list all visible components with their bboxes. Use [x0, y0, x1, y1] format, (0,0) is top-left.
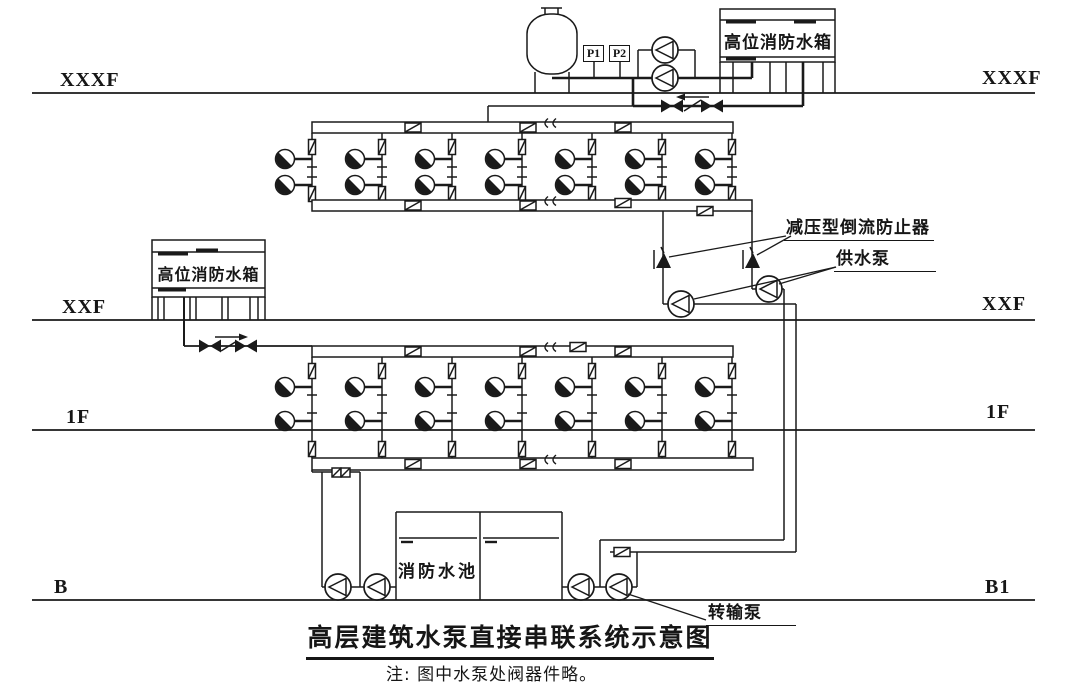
pressure-switch-p2: P2: [609, 45, 630, 62]
flow-arrow-right: [215, 333, 248, 341]
valve: [613, 546, 631, 558]
hydrant-riser: [486, 357, 528, 458]
upper-hydrant-bank: [276, 117, 753, 217]
hydrant-riser: [486, 133, 528, 202]
roof-main-pipe: [552, 62, 754, 106]
zone1-pump-assembly: [311, 467, 396, 601]
lower-hydrant-bank: [276, 341, 754, 471]
roof-bypass: [487, 62, 805, 122]
floor-label-mid-right: XXF: [982, 293, 1027, 315]
pressure-tank: [526, 7, 578, 93]
diagram-note: 注: 图中水泵处阀器件略。: [386, 665, 598, 682]
floor-label-basement-left: B: [54, 576, 69, 598]
mid-tank-label: 高位消防水箱: [157, 265, 260, 284]
hydrant-riser: [346, 357, 388, 458]
roof-tank-label: 高位消防水箱: [724, 33, 832, 53]
transfer-pump-label: 转输泵: [706, 598, 796, 626]
pressure-switch-stems: [593, 61, 621, 78]
hydrant-riser: [626, 133, 668, 202]
floor-label-mid-left: XXF: [62, 296, 107, 318]
mid-tank-bypass: [183, 297, 312, 354]
floor-label-roof-right: XXXF: [982, 67, 1042, 89]
backflow-preventer: [653, 246, 672, 270]
hydrant-riser: [626, 357, 668, 458]
hydrant-riser: [276, 133, 318, 202]
floor-label-first-left: 1F: [66, 406, 91, 428]
zone1-pump: [324, 573, 352, 601]
floor-label-roof-left: XXXF: [60, 69, 120, 91]
backflow-preventer-label: 减压型倒流防止器: [784, 213, 934, 241]
backflow-preventer: [742, 246, 761, 270]
roof-tank: [719, 8, 836, 93]
gate-valve: [198, 338, 222, 354]
hydrant-riser: [276, 357, 318, 458]
diagram-title: 高层建筑水泵直接串联系统示意图: [306, 618, 714, 660]
gate-valve: [660, 98, 684, 114]
hydrant-riser: [696, 133, 738, 202]
mid-tank: [151, 239, 266, 320]
floor-label-first-right: 1F: [986, 401, 1011, 423]
hydrant-riser: [416, 133, 458, 202]
stabilization-pump: [651, 64, 679, 92]
roof-tank-legs: [719, 62, 836, 93]
fire-pool: [395, 511, 563, 600]
stabilization-pumps: [637, 36, 696, 92]
hydrant-riser: [696, 357, 738, 458]
stabilization-pump: [651, 36, 679, 64]
transfer-risers: [599, 289, 797, 587]
check-valve: [331, 467, 351, 478]
floor-lines: [32, 92, 1035, 601]
leader-lines: [627, 235, 837, 621]
supply-pump-label: 供水泵: [834, 244, 936, 272]
transfer-pump: [605, 573, 633, 601]
zone1-pump: [363, 573, 391, 601]
fire-pool-label: 消防水池: [398, 562, 478, 582]
hydrant-riser: [416, 357, 458, 458]
hydrant-riser: [556, 133, 598, 202]
mid-tank-legs: [151, 297, 266, 320]
hydrant-riser: [556, 357, 598, 458]
hydrant-riser: [346, 133, 388, 202]
supply-pump: [667, 290, 695, 318]
flow-arrow-left: [676, 93, 709, 101]
pressure-switch-p1: P1: [583, 45, 604, 62]
transfer-pump-assembly: [562, 573, 637, 601]
gate-valve: [234, 338, 258, 354]
supply-pump-assembly: [653, 211, 796, 318]
gate-valve: [700, 98, 724, 114]
floor-label-basement-right: B1: [985, 576, 1011, 598]
transfer-pump: [567, 573, 595, 601]
